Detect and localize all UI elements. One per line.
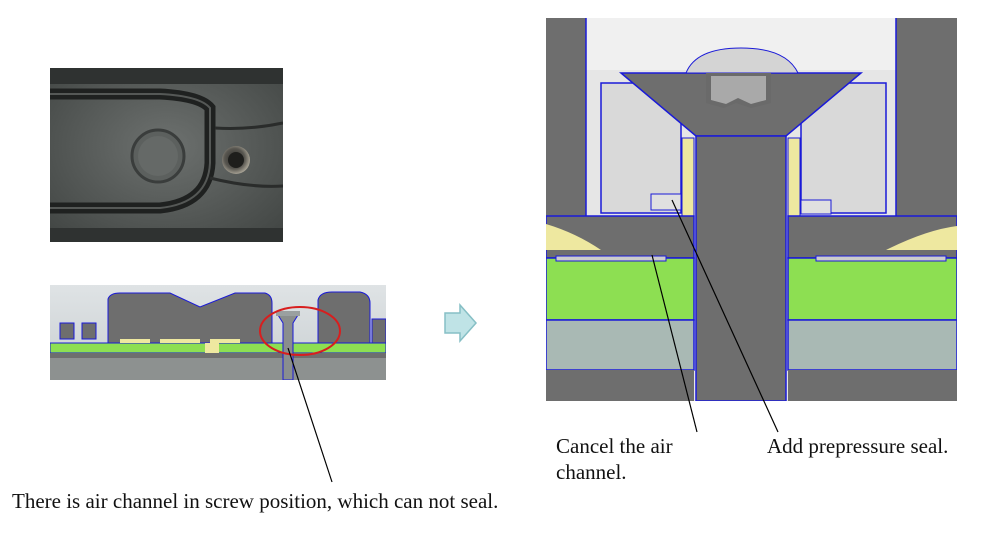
sealing-surface-photo bbox=[50, 68, 283, 242]
caption-air-channel: There is air channel in screw position, … bbox=[12, 489, 499, 513]
caption-prepressure-seal: Add prepressure seal. bbox=[767, 434, 949, 458]
detail-section-view bbox=[546, 18, 957, 401]
flow-arrow-icon bbox=[444, 303, 478, 343]
cross-section-overview bbox=[50, 285, 386, 380]
caption-cancel-air-channel: Cancel the air channel. bbox=[556, 434, 673, 484]
